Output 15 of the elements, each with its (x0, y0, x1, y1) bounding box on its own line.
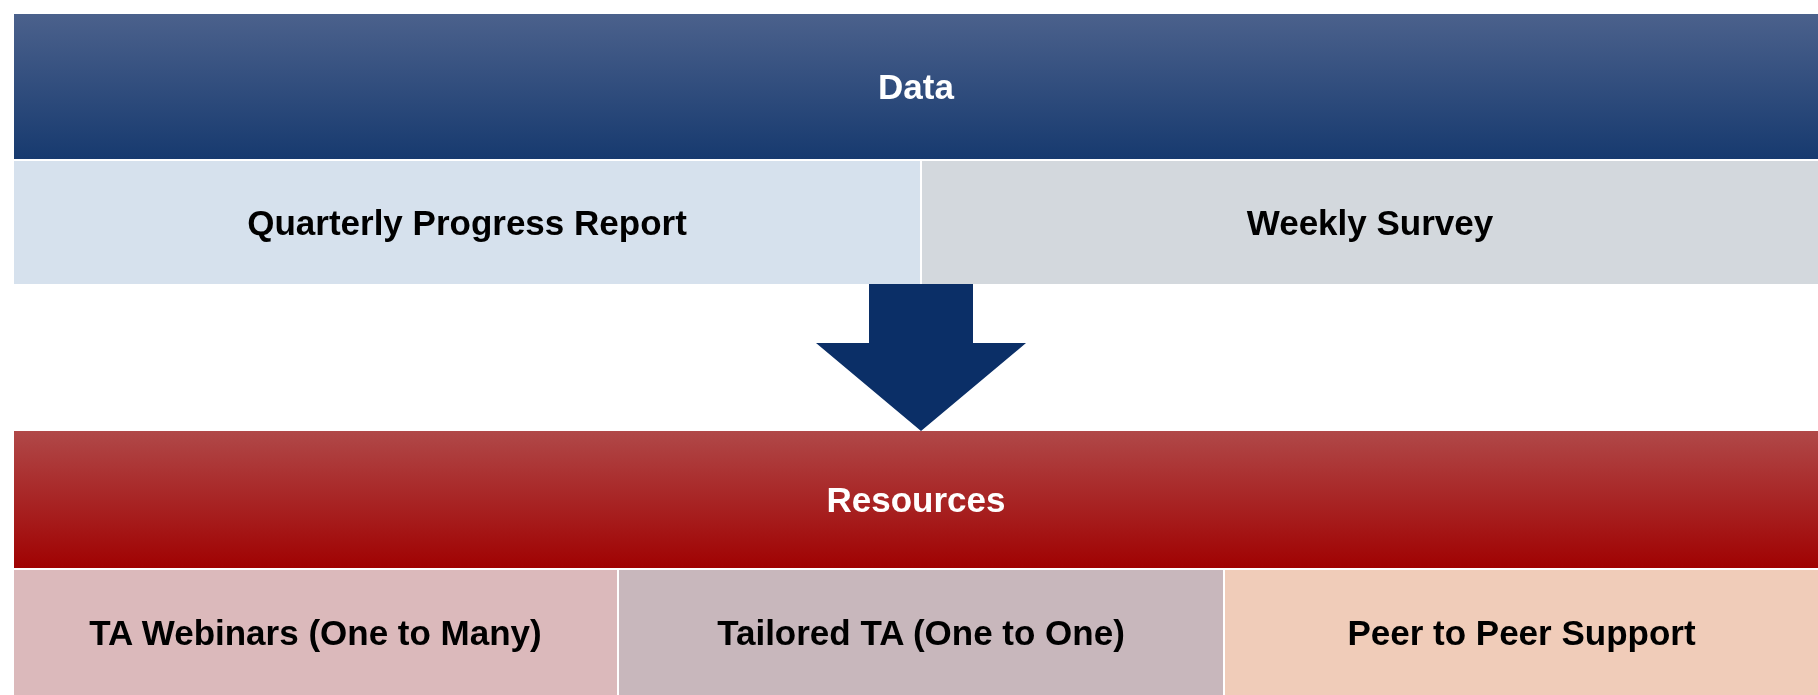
category-panel (1225, 570, 1818, 695)
category-label: Weekly Survey (1246, 202, 1494, 243)
category-panel (619, 570, 1223, 695)
category-label: Peer to Peer Support (1347, 612, 1696, 653)
block-arrow (816, 284, 1026, 431)
band-title: Resources (826, 479, 1006, 520)
category-panel (14, 570, 617, 695)
header-band (14, 431, 1818, 568)
band-title: Data (878, 66, 954, 107)
category-label: Tailored TA (One to One) (717, 612, 1125, 653)
category-panel (922, 161, 1818, 284)
category-panel (14, 161, 920, 284)
category-label: Quarterly Progress Report (247, 202, 687, 243)
header-band (14, 14, 1818, 159)
category-label: TA Webinars (One to Many) (89, 612, 542, 653)
